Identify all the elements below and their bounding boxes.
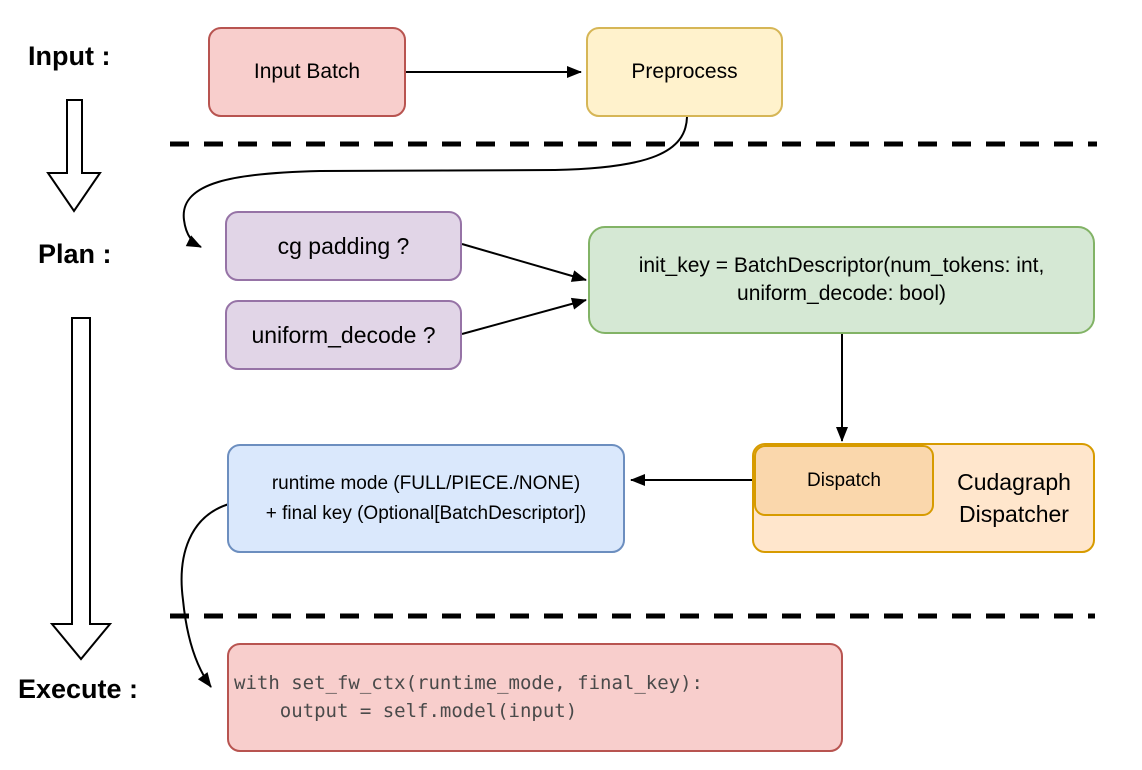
node-runtime-mode-line1: runtime mode (FULL/PIECE./NONE) [271, 473, 581, 495]
stage-label-plan: Plan : [38, 239, 112, 269]
stage-arrow-plan [49, 317, 113, 661]
node-init-key-line2: uniform_decode: bool) [737, 282, 946, 305]
node-input-batch-label: Input Batch [253, 60, 361, 83]
node-dispatch: Dispatch [754, 445, 934, 516]
node-init-key-line1: init_key = BatchDescriptor(num_tokens: i… [638, 253, 1045, 277]
node-uniform-decode: uniform_decode ? [225, 300, 462, 370]
execute-code-line1: with set_fw_ctx(runtime_mode, final_key)… [234, 671, 703, 694]
node-cg-padding: cg padding ? [225, 211, 462, 281]
stage-label-execute: Execute : [18, 674, 139, 704]
node-uniform-decode-label: uniform_decode ? [251, 321, 436, 348]
node-runtime-mode: runtime mode (FULL/PIECE./NONE) + final … [227, 444, 625, 553]
arrow-runtime-mode-to-execute-code [180, 503, 230, 688]
execute-code-line2: output = self.model(input) [234, 699, 578, 722]
node-preprocess-label: Preprocess [631, 60, 738, 83]
arrow-uniform-decode-to-init-key [461, 297, 587, 335]
arrow-cg-padding-to-init-key [461, 243, 587, 282]
stage-arrow-input [46, 99, 102, 213]
node-runtime-mode-line2: + final key (Optional[BatchDescriptor]) [265, 502, 587, 524]
arrow-preprocess-to-cg-padding [182, 116, 688, 248]
node-cudagraph-dispatcher-label: Cudagraph Dispatcher [957, 468, 1071, 527]
node-input-batch: Input Batch [208, 27, 406, 117]
node-cg-padding-label: cg padding ? [277, 232, 410, 259]
node-init-key: init_key = BatchDescriptor(num_tokens: i… [588, 226, 1095, 334]
stage-label-input: Input : [28, 41, 111, 71]
node-preprocess: Preprocess [586, 27, 783, 117]
node-execute-code: with set_fw_ctx(runtime_mode, final_key)… [227, 643, 843, 752]
node-dispatch-label: Dispatch [807, 469, 881, 491]
